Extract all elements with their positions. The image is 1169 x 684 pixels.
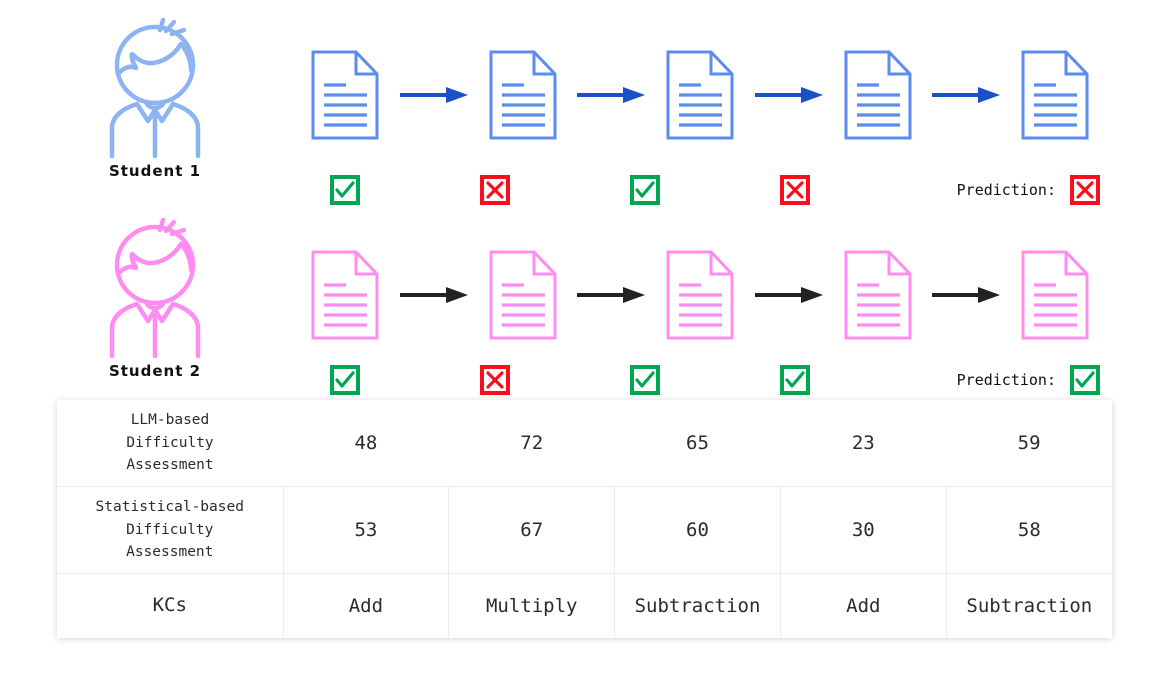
document-slot — [833, 49, 923, 141]
arrow-right-icon — [932, 287, 1001, 303]
table-row: LLM-based Difficulty Assessment 48 72 65… — [57, 400, 1112, 487]
document-icon — [844, 250, 911, 340]
student-1-label: Student 1 — [108, 162, 202, 180]
cell-kc-4: Add — [779, 573, 947, 638]
mark-slot — [600, 175, 690, 205]
cell-stat-1: 53 — [282, 486, 449, 574]
prediction-label: Prediction: — [956, 181, 1056, 199]
cell-stat-2: 67 — [448, 486, 615, 574]
mark-slot — [750, 175, 840, 205]
mark-slot — [750, 365, 840, 395]
document-icon — [311, 50, 379, 140]
document-slot — [655, 49, 745, 141]
flow-arrow-slot — [390, 285, 478, 305]
arrow-right-icon — [754, 87, 823, 103]
cross-icon — [780, 175, 810, 205]
row-header-statistical: Statistical-based Difficulty Assessment — [57, 486, 283, 574]
document-icon — [666, 250, 734, 340]
mark-slot — [300, 175, 390, 205]
cell-llm-5: 59 — [1017, 432, 1041, 454]
document-slot — [478, 49, 568, 141]
check-icon — [780, 365, 810, 395]
table-row: KCs Add Multiply Subtraction Add Subtrac… — [57, 573, 1112, 638]
document-slot — [833, 249, 923, 341]
row-header-llm: LLM-based Difficulty Assessment — [126, 412, 214, 474]
flow-arrow-slot — [568, 85, 656, 105]
student-1-marks-row: Prediction: — [300, 168, 1100, 212]
document-icon — [311, 250, 379, 340]
document-slot — [1010, 49, 1100, 141]
student-1-block: Student 1 — [70, 18, 240, 180]
student-2-block: Student 2 — [70, 218, 240, 380]
document-slot — [655, 249, 745, 341]
student-1-document-flow — [300, 45, 1100, 145]
document-slot — [300, 49, 390, 141]
document-icon — [489, 50, 556, 140]
prediction-cross-icon — [1070, 175, 1100, 205]
prediction-check-icon — [1070, 365, 1100, 395]
student-2-marks-row: Prediction: — [300, 358, 1100, 402]
cell-llm-4: 23 — [851, 432, 875, 454]
document-icon — [1021, 50, 1089, 140]
flow-arrow-slot — [923, 85, 1011, 105]
flow-arrow-slot — [745, 285, 833, 305]
table-row: Statistical-based Difficulty Assessment … — [57, 486, 1112, 574]
document-icon — [489, 250, 556, 340]
prediction-slot: Prediction: — [900, 365, 1100, 395]
cell-kc-1: Add — [282, 573, 449, 638]
document-slot — [1010, 249, 1100, 341]
cell-kc-5: Subtraction — [945, 573, 1112, 638]
flow-arrow-slot — [745, 85, 833, 105]
mark-slot — [600, 365, 690, 395]
cell-stat-5: 58 — [945, 486, 1112, 574]
cell-kc-2: Multiply — [448, 573, 615, 638]
arrow-right-icon — [399, 87, 468, 103]
student-2-label: Student 2 — [108, 362, 202, 380]
check-icon — [630, 175, 660, 205]
cell-kc-3: Subtraction — [614, 573, 781, 638]
prediction-label: Prediction: — [956, 371, 1056, 389]
cross-icon — [480, 365, 510, 395]
arrow-right-icon — [577, 287, 646, 303]
flow-arrow-slot — [568, 285, 656, 305]
cell-llm-1: 48 — [354, 432, 378, 454]
check-icon — [330, 365, 360, 395]
cell-llm-3: 65 — [686, 432, 709, 454]
mark-slot — [300, 365, 390, 395]
student-avatar-icon — [109, 218, 201, 358]
cross-icon — [480, 175, 510, 205]
row-header-kcs: KCs — [57, 573, 283, 638]
arrow-right-icon — [399, 287, 468, 303]
arrow-right-icon — [577, 87, 646, 103]
difficulty-assessment-table: LLM-based Difficulty Assessment 48 72 65… — [57, 400, 1112, 638]
check-icon — [630, 365, 660, 395]
flow-arrow-slot — [923, 285, 1011, 305]
cell-llm-2: 72 — [520, 432, 544, 454]
document-icon — [844, 50, 911, 140]
student-2-document-flow — [300, 245, 1100, 345]
check-icon — [330, 175, 360, 205]
student-avatar-icon — [109, 18, 201, 158]
flow-arrow-slot — [390, 85, 478, 105]
arrow-right-icon — [754, 287, 823, 303]
document-icon — [1021, 250, 1089, 340]
arrow-right-icon — [932, 87, 1001, 103]
document-slot — [478, 249, 568, 341]
prediction-slot: Prediction: — [900, 175, 1100, 205]
document-slot — [300, 249, 390, 341]
cell-stat-3: 60 — [614, 486, 781, 574]
cell-stat-4: 30 — [779, 486, 947, 574]
mark-slot — [450, 365, 540, 395]
document-icon — [666, 50, 734, 140]
mark-slot — [450, 175, 540, 205]
